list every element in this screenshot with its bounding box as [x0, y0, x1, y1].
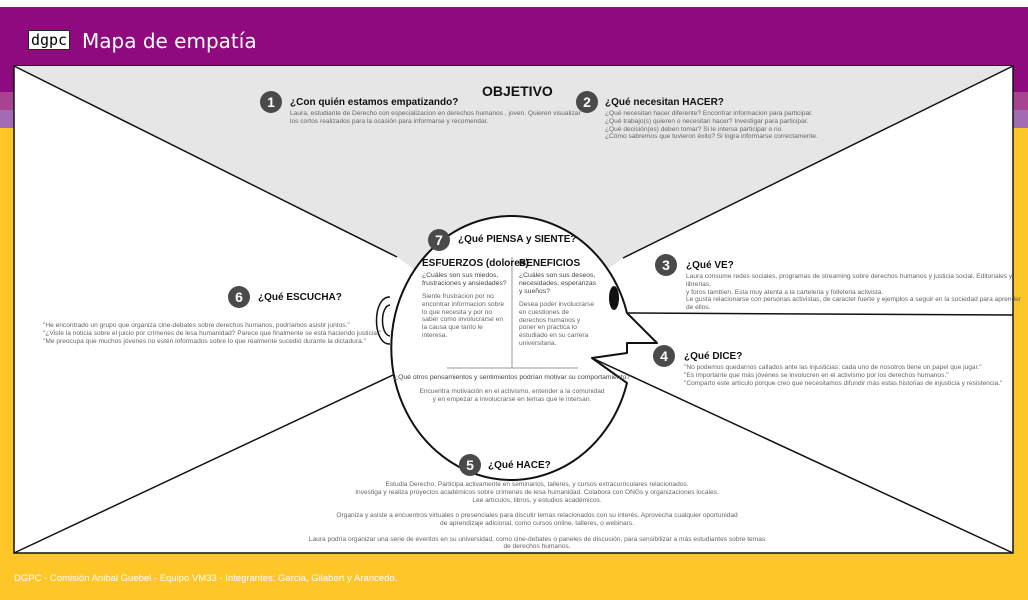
other-text: Encuentra motivación en el activismo, en… [419, 388, 605, 403]
logo: dgpc [28, 30, 70, 50]
badge-2: 2 [576, 91, 598, 113]
do-title: ¿Qué necesitan HACER? [605, 97, 724, 108]
ear [375, 296, 391, 345]
objective-heading: OBJETIVO [482, 83, 553, 99]
see-text: Laura consume redes sociales, programas … [686, 273, 1022, 312]
say-title: ¿Qué DICE? [684, 351, 743, 362]
badge-4: 4 [653, 345, 675, 367]
say-text: "No podemos quedarnos callados ante las … [684, 364, 1003, 387]
who-text: Laura, estudiante de Derecho con especia… [290, 110, 581, 125]
hear-title: ¿Qué ESCUCHA? [258, 292, 342, 303]
gains-title: BENEFICIOS [519, 258, 581, 269]
badge-3: 3 [655, 254, 677, 276]
gains-text: Desea poder involucrarse en cuestiones d… [519, 301, 595, 347]
hear-text: "He encontrado un grupo que organiza cin… [43, 322, 382, 345]
objective-area [14, 66, 1013, 340]
think-title: ¿Qué PIENSA y SIENTE? [458, 234, 577, 245]
do-text: ¿Qué necesitan hacer diferente? Encontra… [605, 110, 818, 141]
page-title: Mapa de empatía [82, 29, 257, 53]
footer-text: DGPC - Comisión Anibal Guebel - Equipo V… [14, 573, 398, 584]
other-question: ¿Qué otros pensamientos y sentimientos p… [393, 374, 631, 381]
badge-5: 5 [459, 454, 481, 476]
pains-text: Siente frustracion por no encontrar info… [422, 293, 505, 339]
badge-1: 1 [260, 91, 282, 113]
eye [609, 286, 619, 310]
does-title: ¿Qué HACE? [488, 460, 551, 471]
pains-question: ¿Cuáles son sus miedos, frustraciones y … [422, 272, 507, 287]
badge-6: 6 [228, 286, 250, 308]
see-title: ¿Qué VE? [686, 260, 734, 271]
pains-title: ESFUERZOS (dolores) [422, 258, 529, 269]
gains-question: ¿Cuáles son sus deseos, necesidades, esp… [519, 272, 597, 295]
head-outline [390, 215, 658, 481]
badge-7: 7 [428, 229, 450, 251]
who-title: ¿Con quién estamos empatizando? [290, 97, 459, 108]
does-text: Estudia Derecho. Participa activamente e… [308, 481, 766, 551]
